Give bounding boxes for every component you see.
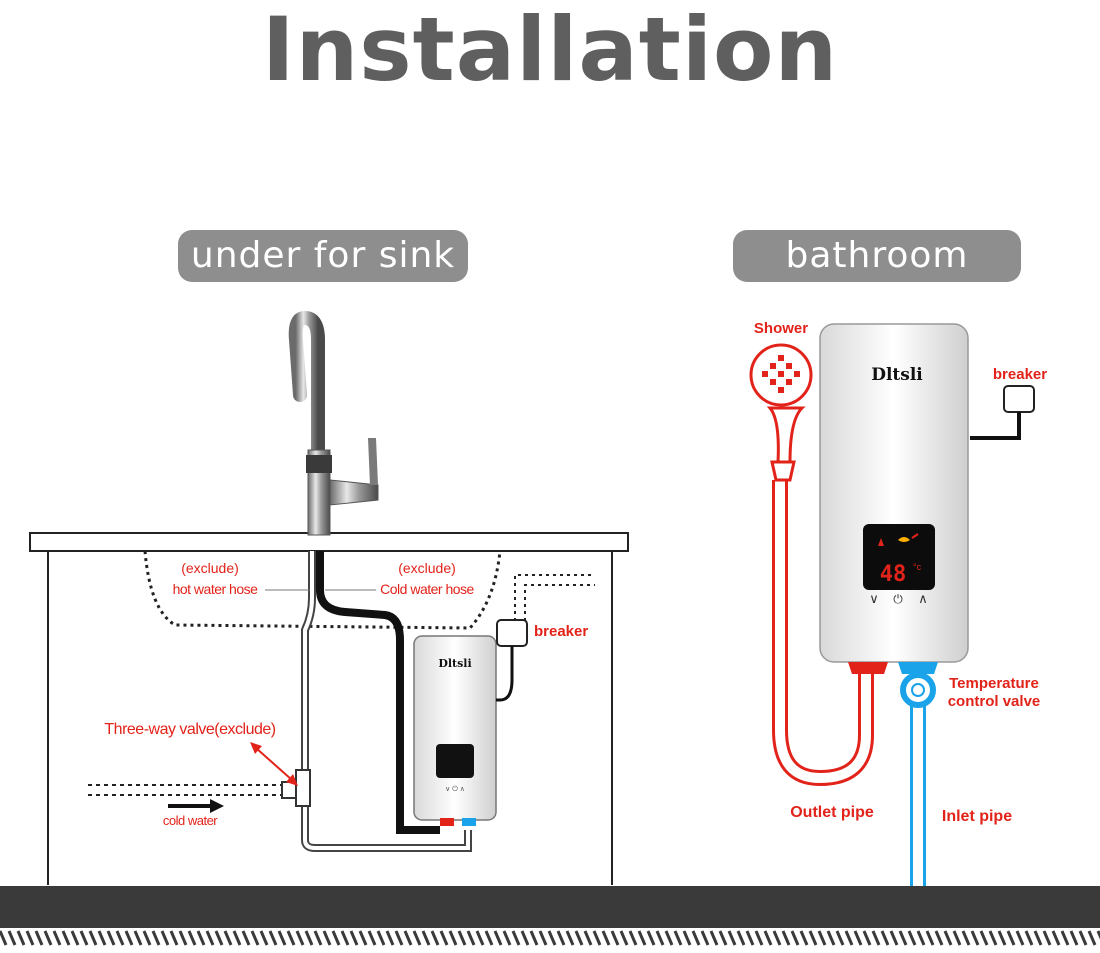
breaker-icon bbox=[970, 385, 1035, 440]
bathroom-water-heater: Dltsli 48 °c ∨ ⏻ ∧ bbox=[819, 323, 969, 674]
sink-water-heater: Dltsli ∨ ⏻ ∧ bbox=[413, 635, 497, 826]
hot-hose-exclude-label: (exclude) bbox=[181, 560, 239, 576]
sink-hoses bbox=[88, 551, 472, 852]
sink-heater-brand: Dltsli bbox=[438, 657, 471, 670]
section-label-sink: under for sink bbox=[178, 230, 468, 282]
up-chevron-icon: ∧ bbox=[918, 591, 928, 606]
faucet-icon bbox=[288, 310, 379, 536]
page-title: Installation bbox=[261, 0, 839, 101]
outlet-pipe bbox=[772, 480, 874, 787]
valve-pointer-arrow bbox=[250, 742, 298, 786]
shower-label: Shower bbox=[754, 320, 808, 337]
temperature-control-valve bbox=[900, 672, 936, 708]
breaker-icon bbox=[496, 619, 528, 702]
sink-breaker-label: breaker bbox=[534, 623, 588, 640]
inlet-pipe-label: Inlet pipe bbox=[942, 808, 1012, 825]
three-way-valve-label: Three-way valve(exclude) bbox=[104, 721, 275, 738]
heat-indicator-icon bbox=[878, 533, 919, 546]
cold-hose-exclude-label: (exclude) bbox=[398, 560, 456, 576]
hot-hose-label: hot water hose bbox=[173, 581, 259, 597]
power-icon: ⏻ bbox=[893, 592, 903, 606]
sink-heater-buttons: ∨ ⏻ ∧ bbox=[445, 785, 465, 793]
cold-water-label: cold water bbox=[163, 813, 218, 828]
bath-heater-brand: Dltsli bbox=[871, 365, 923, 385]
outlet-pipe-label: Outlet pipe bbox=[790, 804, 874, 821]
temp-valve-label-line1: Temperature bbox=[949, 675, 1039, 692]
arrow-right-icon bbox=[168, 799, 224, 813]
down-chevron-icon: ∨ bbox=[869, 591, 879, 606]
bath-breaker-label: breaker bbox=[993, 366, 1047, 383]
temperature-unit: °c bbox=[913, 562, 922, 572]
sink-heater-display bbox=[436, 744, 474, 778]
cold-hose-label: Cold water hose bbox=[380, 581, 474, 597]
temp-valve-label-line2: control valve bbox=[948, 693, 1041, 710]
shower-head-icon bbox=[749, 343, 813, 482]
sink-cabinet bbox=[29, 532, 629, 885]
section-label-bathroom: bathroom bbox=[733, 230, 1021, 282]
temperature-value: 48 bbox=[880, 562, 907, 587]
floor bbox=[0, 886, 1100, 946]
